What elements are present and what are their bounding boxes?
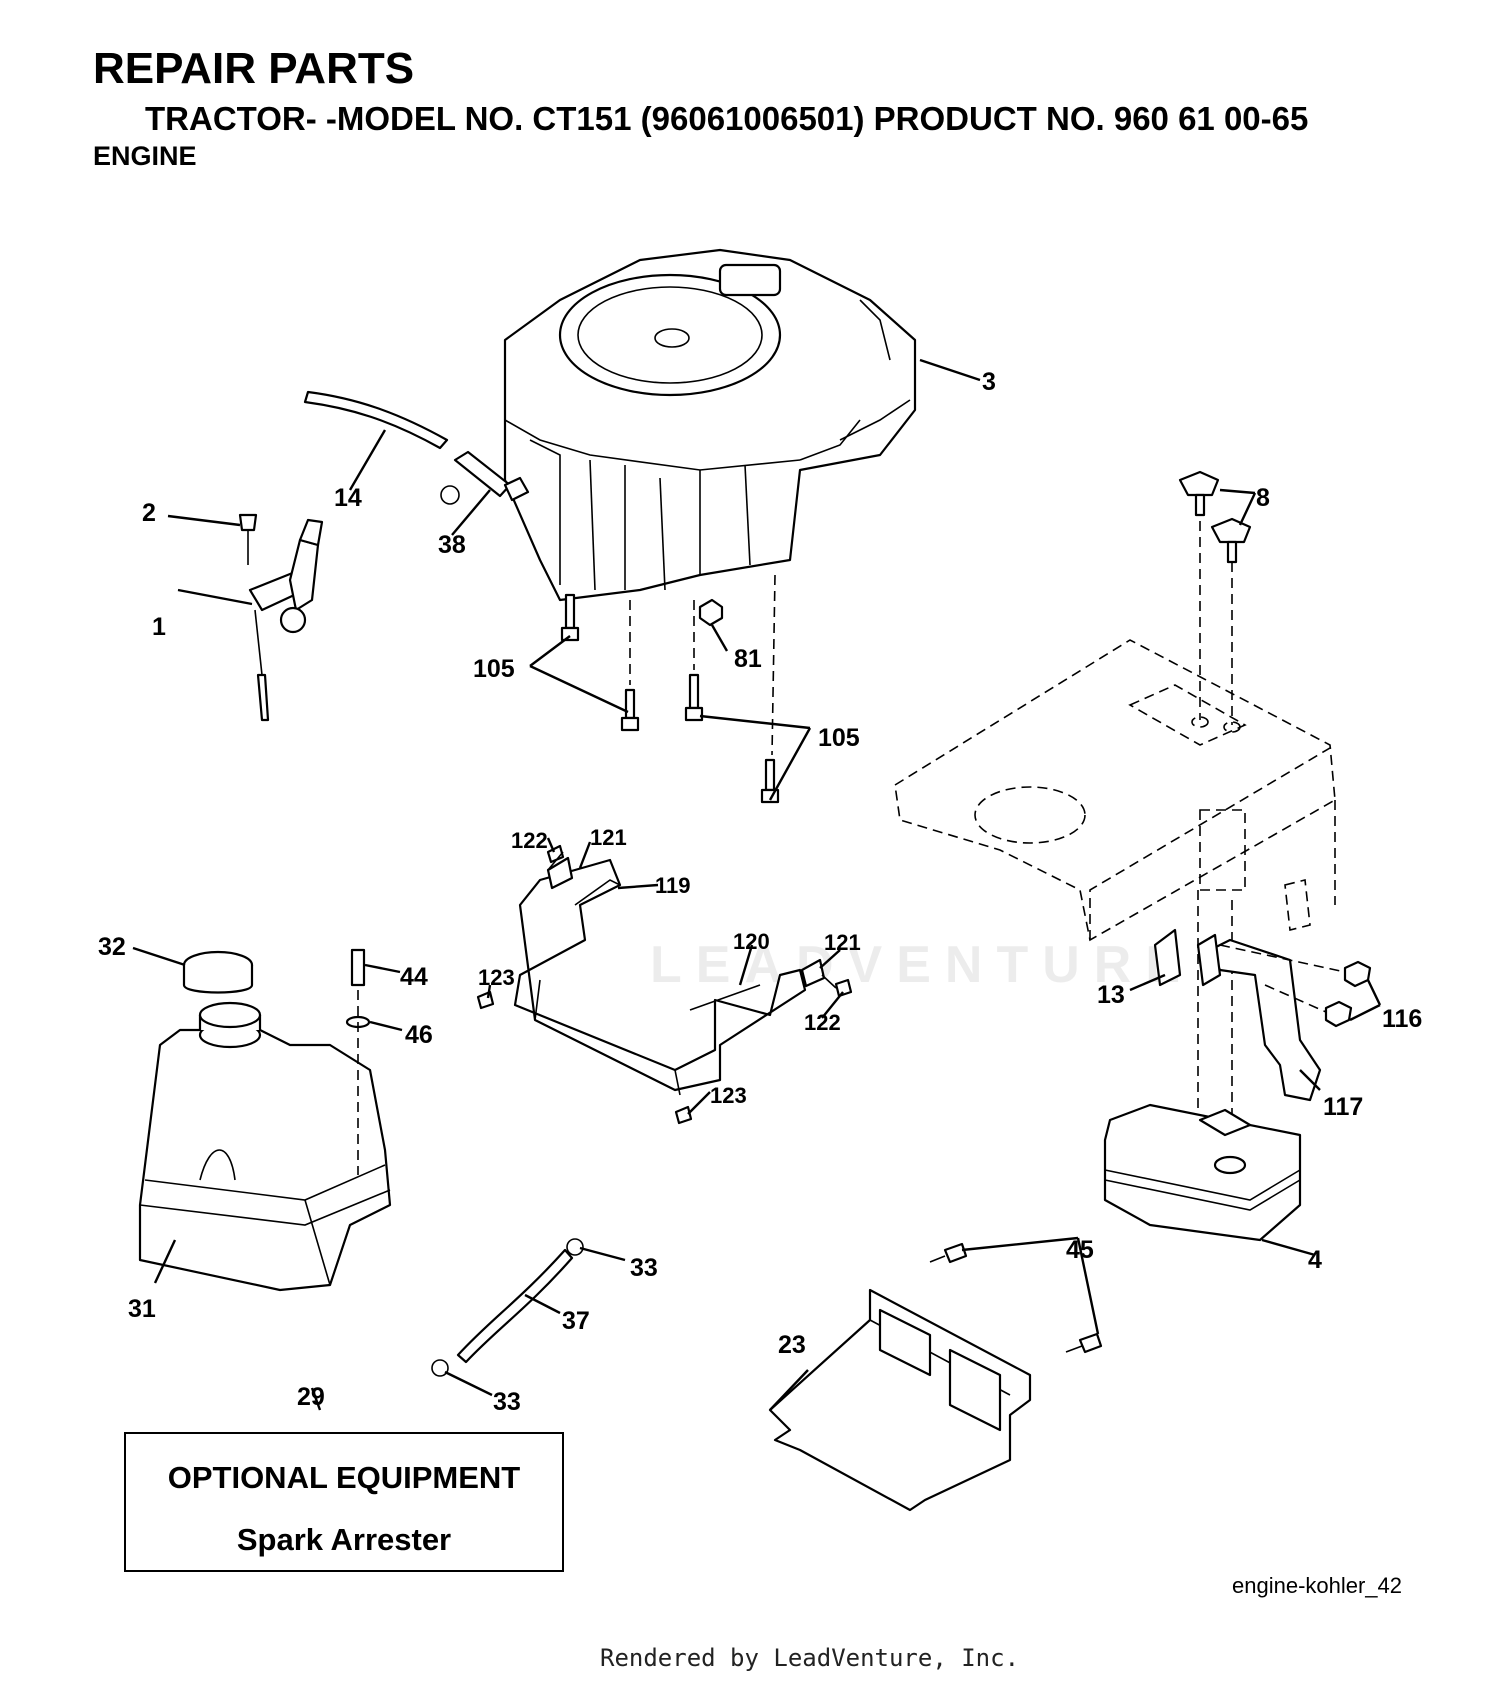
diagram-code: engine-kohler_42 bbox=[1232, 1573, 1403, 1598]
callout-123-bottom: 123 bbox=[710, 1083, 747, 1108]
page-title: REPAIR PARTS bbox=[93, 44, 415, 93]
callout-122-top: 122 bbox=[511, 828, 548, 853]
callout-105-left: 105 bbox=[473, 655, 515, 683]
callout-120: 120 bbox=[733, 929, 770, 954]
engine-drawing[interactable] bbox=[503, 248, 917, 602]
leader-lines bbox=[132, 358, 1382, 1411]
muffler-drawing[interactable] bbox=[1103, 928, 1372, 1242]
callout-121-top: 121 bbox=[590, 825, 627, 850]
model-subtitle: TRACTOR- -MODEL NO. CT151 (96061006501) … bbox=[145, 100, 1309, 137]
mounting-knobs-drawing[interactable] bbox=[1178, 470, 1252, 564]
callout-122-right: 122 bbox=[804, 1010, 841, 1035]
callout-1: 1 bbox=[152, 613, 166, 641]
fuel-hose-drawing[interactable] bbox=[431, 1238, 584, 1377]
muffler-shield-drawing[interactable] bbox=[768, 1242, 1103, 1512]
watermark-text: LEADVENTURE bbox=[650, 936, 1195, 994]
callout-119: 119 bbox=[655, 873, 691, 898]
callout-13: 13 bbox=[1097, 981, 1125, 1009]
callout-46: 46 bbox=[405, 1021, 433, 1049]
callout-2: 2 bbox=[142, 499, 156, 527]
callout-3: 3 bbox=[982, 368, 996, 396]
fuel-tank-drawing[interactable] bbox=[138, 948, 392, 1292]
callout-33-upper: 33 bbox=[630, 1254, 658, 1282]
callout-117: 117 bbox=[1323, 1093, 1363, 1121]
heat-shield-drawing[interactable] bbox=[513, 858, 807, 1096]
callout-8: 8 bbox=[1256, 484, 1270, 512]
callout-29: 29 bbox=[297, 1383, 325, 1411]
callout-116: 116 bbox=[1382, 1005, 1422, 1033]
callout-105-right: 105 bbox=[818, 724, 860, 752]
throttle-control-drawing[interactable] bbox=[238, 513, 324, 722]
callout-45: 45 bbox=[1066, 1236, 1094, 1264]
callout-123-left: 123 bbox=[478, 965, 515, 990]
callout-31: 31 bbox=[128, 1295, 156, 1323]
callout-44: 44 bbox=[400, 963, 428, 991]
callout-33-lower: 33 bbox=[493, 1388, 521, 1416]
callout-37: 37 bbox=[562, 1307, 590, 1335]
optional-equipment-item: Spark Arrester bbox=[236, 1522, 452, 1557]
optional-equipment-title: OPTIONAL EQUIPMENT bbox=[167, 1460, 521, 1495]
callout-4: 4 bbox=[1308, 1246, 1322, 1274]
section-title: ENGINE bbox=[93, 141, 197, 171]
callout-32: 32 bbox=[98, 933, 126, 961]
callout-23: 23 bbox=[778, 1331, 806, 1359]
callout-14: 14 bbox=[334, 484, 362, 512]
callout-121-right: 121 bbox=[824, 930, 861, 955]
fuel-line-drawing[interactable] bbox=[303, 390, 530, 505]
callout-81: 81 bbox=[734, 645, 762, 673]
optional-equipment-box: OPTIONAL EQUIPMENT Spark Arrester bbox=[124, 1432, 564, 1572]
callout-38: 38 bbox=[438, 531, 466, 559]
frame-outline-drawing bbox=[894, 505, 1336, 1130]
shield-hardware-drawing[interactable] bbox=[476, 844, 853, 1125]
render-credit: Rendered by LeadVenture, Inc. bbox=[600, 1644, 1020, 1672]
engine-bolts-drawing[interactable] bbox=[560, 574, 780, 804]
callout-labels: 1 2 3 4 8 13 14 23 29 31 32 33 33 37 38 … bbox=[98, 368, 1422, 1416]
